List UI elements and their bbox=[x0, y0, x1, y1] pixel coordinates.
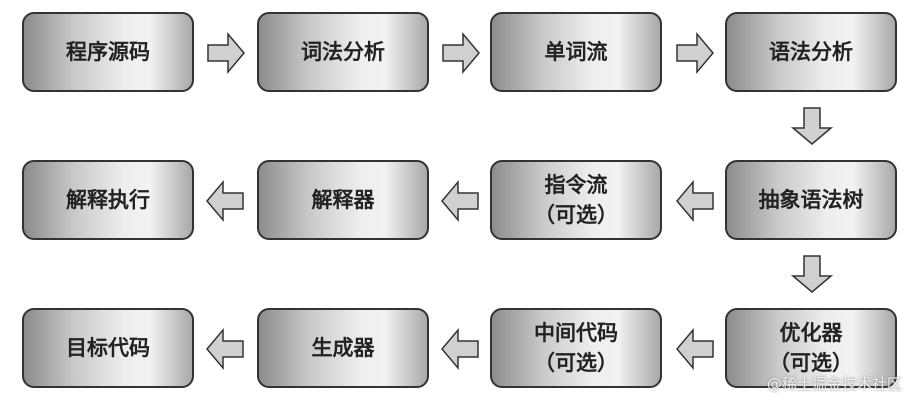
box-optimizer: 优化器 （可选） bbox=[725, 308, 897, 388]
label: 目标代码 bbox=[66, 335, 150, 360]
label: 语法分析 bbox=[769, 39, 853, 64]
arrow-right-icon bbox=[207, 33, 245, 73]
label-optional: （可选） bbox=[534, 202, 618, 227]
label: 词法分析 bbox=[301, 39, 385, 64]
box-generator: 生成器 bbox=[257, 308, 429, 388]
label: 单词流 bbox=[544, 39, 608, 64]
label: 解释器 bbox=[311, 187, 375, 212]
box-target-code: 目标代码 bbox=[22, 308, 194, 388]
box-lexical-analysis: 词法分析 bbox=[257, 12, 429, 92]
arrow-right-icon bbox=[442, 33, 480, 73]
arrow-left-icon bbox=[676, 181, 714, 221]
label: 生成器 bbox=[311, 335, 375, 360]
label-optional: （可选） bbox=[769, 350, 853, 375]
arrow-left-icon bbox=[441, 181, 479, 221]
arrow-down-icon bbox=[792, 255, 832, 293]
box-interpreter: 解释器 bbox=[257, 160, 429, 240]
box-ast: 抽象语法树 bbox=[725, 160, 897, 240]
watermark: @稀土掘金技术社区 bbox=[766, 375, 902, 393]
arrow-left-icon bbox=[676, 329, 714, 369]
arrow-right-icon bbox=[676, 33, 714, 73]
label: 抽象语法树 bbox=[758, 187, 864, 212]
box-instruction-stream: 指令流 （可选） bbox=[490, 160, 662, 240]
box-source-code: 程序源码 bbox=[22, 12, 194, 92]
label: 程序源码 bbox=[66, 39, 150, 64]
arrow-left-icon bbox=[206, 329, 244, 369]
box-token-stream: 单词流 bbox=[490, 12, 662, 92]
label: 解释执行 bbox=[66, 187, 150, 212]
label: 中间代码 bbox=[534, 320, 618, 345]
label: 指令流 bbox=[544, 172, 608, 197]
box-interpret-execute: 解释执行 bbox=[22, 160, 194, 240]
label-optional: （可选） bbox=[534, 350, 618, 375]
arrow-left-icon bbox=[441, 329, 479, 369]
arrow-left-icon bbox=[206, 181, 244, 221]
box-syntax-analysis: 语法分析 bbox=[725, 12, 897, 92]
label: 优化器 bbox=[779, 320, 843, 345]
arrow-down-icon bbox=[792, 107, 832, 145]
box-intermediate-code: 中间代码 （可选） bbox=[490, 308, 662, 388]
